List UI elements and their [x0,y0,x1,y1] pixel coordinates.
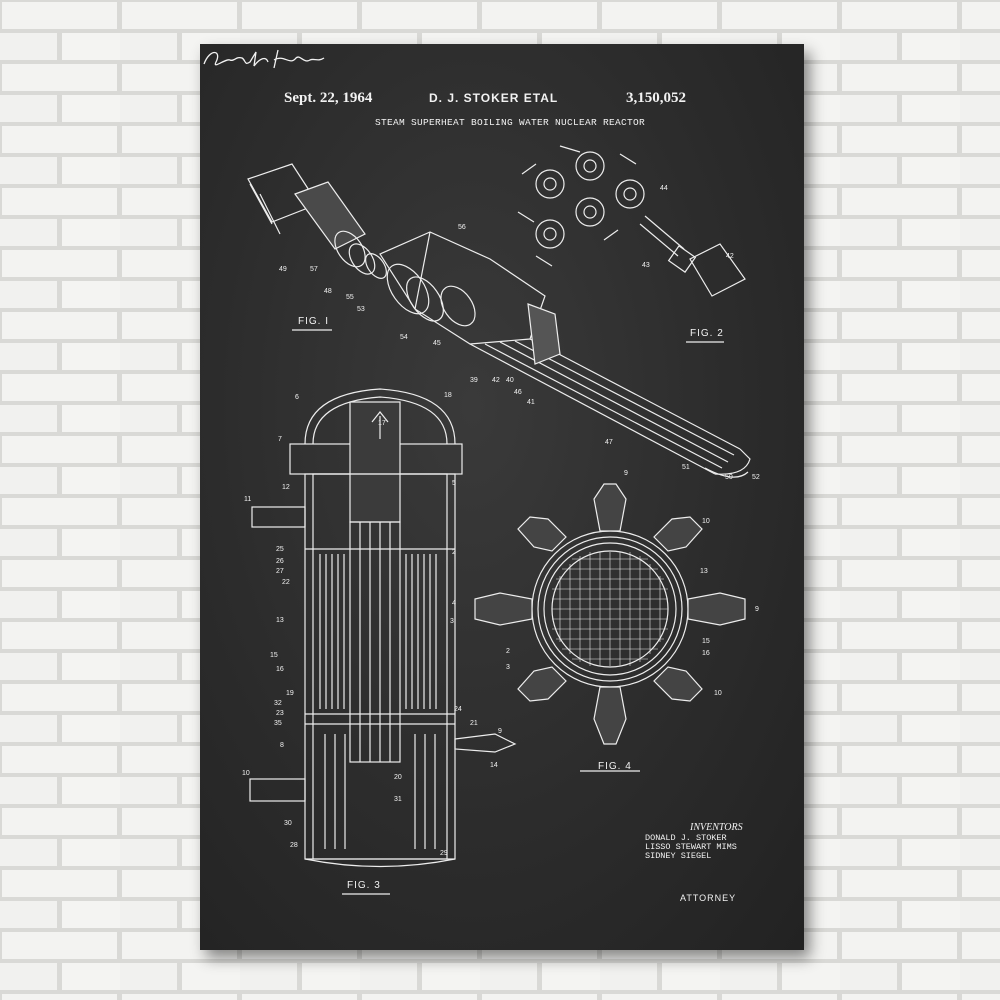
attorney-signature [203,49,325,69]
ref-number: 5 [452,480,456,487]
patent-title: STEAM SUPERHEAT BOILING WATER NUCLEAR RE… [375,117,646,128]
ref-number: 22 [282,579,290,586]
ref-number: 17 [378,420,386,427]
ref-number: 11 [244,496,252,503]
fig1-fuel-element-drawing [247,163,751,478]
ref-number: 50 [725,474,733,481]
ref-number: 45 [433,340,441,347]
ref-number: 15 [702,638,710,645]
figure-label-fig2: FIG. 2 [690,328,724,339]
inventor-names: DONALD J. STOKER LISSO STEWART MIMS SIDN… [645,834,737,861]
ref-number: 7 [278,436,282,443]
ref-number: 40 [506,377,514,384]
ref-number: 49 [279,266,287,273]
ref-number: 8 [280,742,284,749]
ref-number: 3 [450,618,454,625]
ref-number: 53 [357,306,365,313]
ref-number: 47 [605,439,613,446]
ref-number: 55 [346,294,354,301]
ref-number: 4 [452,600,456,607]
ref-number: 24 [454,706,462,713]
ref-number: 13 [276,617,284,624]
ref-number: 23 [276,710,284,717]
ref-number: 25 [276,546,284,553]
ref-number: 54 [400,334,408,341]
figure-label-fig4: FIG. 4 [598,761,632,772]
ref-number: 3 [506,664,510,671]
ref-number: 21 [470,720,478,727]
figure-label-fig3: FIG. 3 [347,880,381,891]
attorney-label: ATTORNEY [680,893,737,903]
ref-number: 16 [276,666,284,673]
fig3-reactor-vessel-drawing [249,388,517,868]
ref-number: 30 [284,820,292,827]
ref-number: 57 [310,266,318,273]
ref-number: 35 [274,720,282,727]
ref-number: 10 [242,770,250,777]
ref-number: 51 [682,464,690,471]
inventors-label: INVENTORS [690,822,743,833]
ref-number: 13 [700,568,708,575]
ref-number: 12 [282,484,290,491]
patent-date: Sept. 22, 1964 [284,90,373,106]
fig2-spider-assembly-drawing [517,145,746,297]
ref-number: 19 [286,690,294,697]
ref-number: 42 [726,253,734,260]
ref-number: 14 [490,762,498,769]
ref-number: 16 [702,650,710,657]
ref-number: 43 [642,262,650,269]
ref-number: 28 [290,842,298,849]
inventor-name: SIDNEY SIEGEL [645,851,712,861]
figure-label-fig1: FIG. I [298,316,329,327]
ref-number: 2 [452,549,456,556]
ref-number: 20 [394,774,402,781]
patent-number: 3,150,052 [626,90,686,106]
patent-poster: 49 57 48 55 53 54 45 56 39 42 40 46 41 4… [200,44,804,950]
ref-number: 41 [527,399,535,406]
ref-number: 18 [444,392,452,399]
ref-number: 10 [714,690,722,697]
ref-number: 9 [498,728,502,735]
ref-number: 56 [458,224,466,231]
ref-number: 9 [624,470,628,477]
ref-number: 29 [440,850,448,857]
ref-number: 46 [514,389,522,396]
patent-drawing [247,145,751,895]
ref-number: 52 [752,474,760,481]
ref-number: 6 [295,394,299,401]
ref-number: 27 [276,568,284,575]
inventor-name: DONALD J. STOKER [645,833,727,843]
ref-number: 26 [276,558,284,565]
ref-number: 39 [470,377,478,384]
ref-number: 10 [702,518,710,525]
ref-number: 48 [324,288,332,295]
ref-number: 2 [506,648,510,655]
ref-number: 9 [755,606,759,613]
ref-number: 32 [274,700,282,707]
inventor-name: LISSO STEWART MIMS [645,842,737,852]
fig4-core-cross-section-drawing [474,483,746,772]
inventor-heading: D. J. STOKER ETAL [429,91,559,105]
ref-number: 31 [394,796,402,803]
ref-number: 42 [492,377,500,384]
ref-number: 15 [270,652,278,659]
ref-number: 44 [660,185,668,192]
